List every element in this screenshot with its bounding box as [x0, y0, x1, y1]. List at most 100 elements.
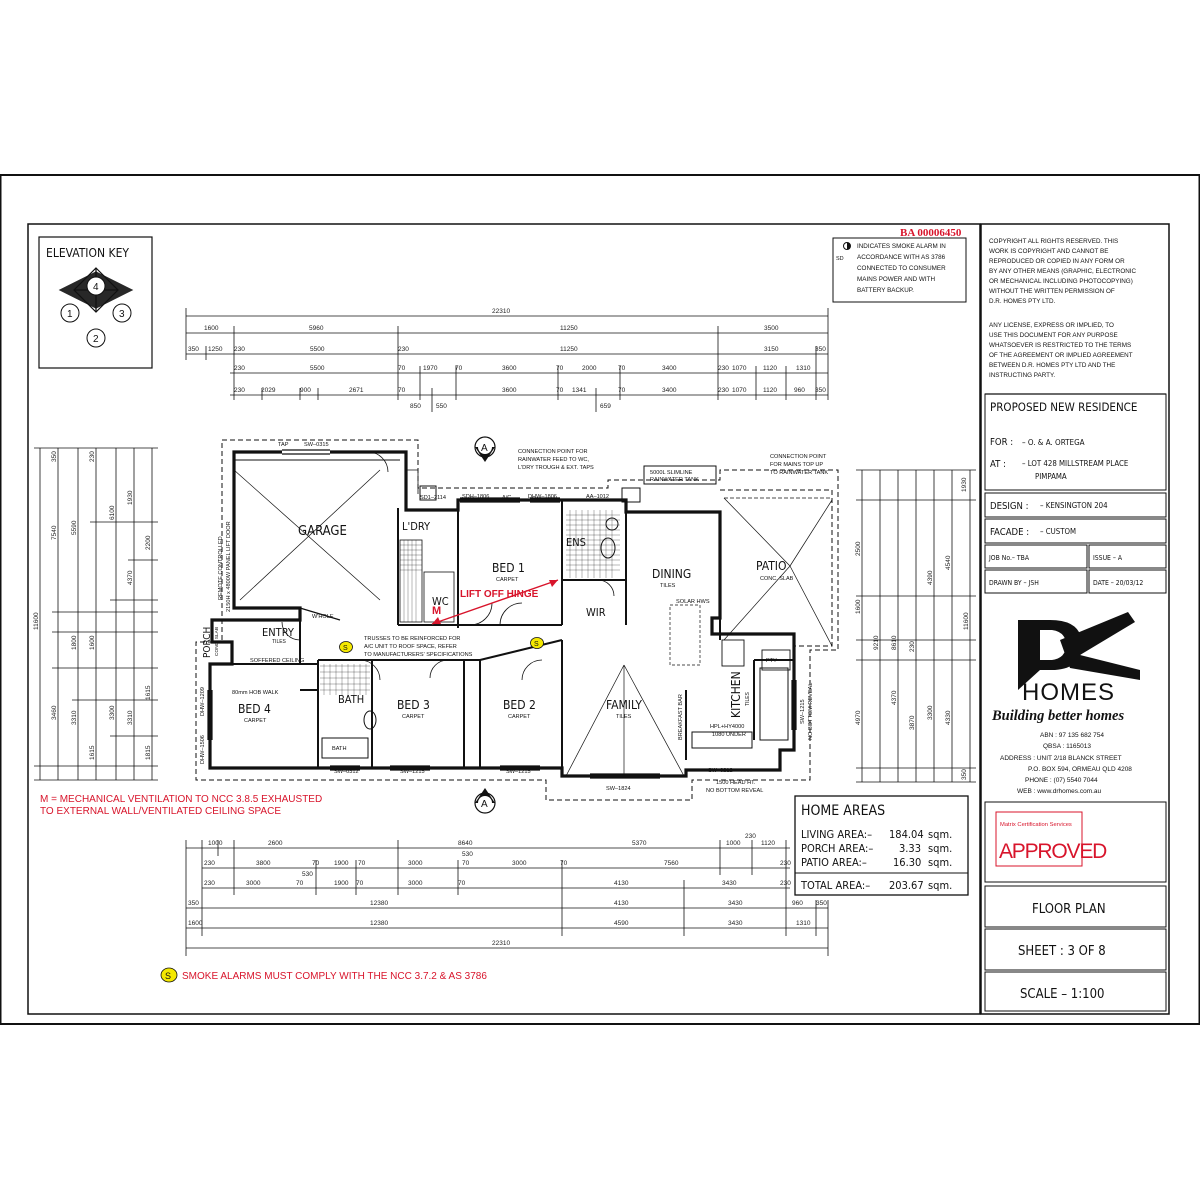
- room-laundry: L'DRY: [402, 520, 431, 533]
- trusses-note: TRUSSES TO BE REINFORCED FOR: [364, 636, 460, 642]
- dim-label: 4370: [127, 570, 134, 585]
- room-family-finish: TILES: [616, 714, 632, 720]
- dim-label: 70: [358, 860, 366, 867]
- dim-label: 3310: [127, 710, 134, 725]
- room-dining: DINING: [652, 567, 691, 581]
- dim-label: 70: [462, 860, 470, 867]
- copyright-line: WHATSOEVER IS RESTRICTED TO THE TERMS: [989, 342, 1131, 349]
- rainwater-note: L'DRY TROUGH & EXT. TAPS: [518, 465, 594, 471]
- dim-label: 850: [410, 403, 421, 410]
- breakfast-bar-label: BREAKFAST BAR: [678, 694, 684, 740]
- drawing-frame: [27, 223, 981, 1015]
- dim-label: 70: [398, 387, 406, 394]
- room-kitchen-finish: TILES: [745, 691, 751, 706]
- dim-label: 960: [794, 387, 805, 394]
- dim-label: 3310: [71, 710, 78, 725]
- home-areas-table: HOME AREAS LIVING AREA:– 184.04 sqm. POR…: [794, 795, 969, 896]
- drawn-by: DRAWN BY – JSH: [989, 579, 1039, 587]
- right-dimension-labels: 1930 2500 9210 8610 11600 4390 4540 4970…: [855, 477, 970, 780]
- dim-label: 1120: [763, 365, 777, 372]
- dim-label: 960: [792, 900, 803, 907]
- dim-label: 9210: [873, 635, 880, 650]
- mechanical-vent-marker: M: [432, 605, 441, 617]
- room-bed-3-finish: CARPET: [402, 714, 425, 720]
- issue: ISSUE – A: [1093, 554, 1123, 562]
- dim-label: 350: [961, 769, 968, 780]
- dim-label: 1615: [89, 745, 96, 760]
- company-details: ABN : 97 135 682 754 QBSA : 1165013 ADDR…: [1000, 732, 1132, 795]
- at-label: AT :: [990, 459, 1006, 470]
- company-po-box: P.O. BOX 594, ORMEAU QLD 4208: [1028, 766, 1132, 773]
- elevation-marker-4: 4: [93, 282, 99, 293]
- dim-label: 4970: [855, 710, 862, 725]
- dim-label: 3300: [109, 705, 116, 720]
- copyright-line: D.R. HOMES PTY LTD.: [989, 298, 1055, 305]
- room-entry: ENTRY: [262, 626, 295, 639]
- dim-label: 8640: [458, 840, 473, 847]
- smoke-note-symbol: S: [165, 971, 171, 981]
- dim-label: 8610: [891, 635, 898, 650]
- room-bed-3: BED 3: [397, 698, 430, 712]
- coffered-note: SOFFERED CEILING: [250, 658, 304, 664]
- elevation-marker-2: 2: [93, 334, 99, 345]
- dim-label: 3400: [662, 365, 677, 372]
- dim-label: 230: [204, 860, 215, 867]
- smoke-alarm-note: S SMOKE ALARMS MUST COMPLY WITH THE NCC …: [160, 967, 487, 983]
- dim-label: 3000: [512, 860, 527, 867]
- tank-label: 5000L SLIMLINE: [650, 470, 693, 476]
- room-bed-1: BED 1: [492, 561, 525, 575]
- dim-label: 350: [815, 346, 826, 353]
- room-labels: GARAGE L'DRY WC BED 1 CARPET ENS WIR DIN…: [202, 520, 794, 724]
- dim-label: 350: [816, 900, 827, 907]
- dim-label: 230: [718, 387, 729, 394]
- dim-label: 5960: [309, 325, 324, 332]
- dim-label: 3430: [728, 900, 743, 907]
- window-code: PTY: [766, 658, 777, 664]
- at-value-line-2: PIMPAMA: [1035, 472, 1067, 481]
- dim-label: 3430: [722, 880, 737, 887]
- copyright-line: USE THIS DOCUMENT FOR ANY PURPOSE: [989, 332, 1118, 339]
- room-ensuite: ENS: [566, 536, 586, 549]
- project-title: PROPOSED NEW RESIDENCE: [990, 400, 1137, 414]
- room-bed-4-finish: CARPET: [244, 718, 267, 724]
- dim-label: 11250: [560, 325, 578, 332]
- dim-label: 70: [560, 860, 568, 867]
- room-wir: WIR: [586, 606, 606, 619]
- dim-label: 230: [745, 833, 756, 840]
- facade-value: – CUSTOM: [1040, 527, 1076, 536]
- right-dimensions: [856, 469, 976, 783]
- area-unit-total: sqm.: [928, 879, 952, 892]
- no-bottom-reveal-note: NO BOTTOM REVEAL: [808, 683, 814, 740]
- dim-label: 1310: [796, 920, 811, 927]
- window-code: DHW–1506: [200, 735, 206, 764]
- dim-label: 3000: [408, 880, 423, 887]
- room-entry-finish: TILES: [272, 639, 287, 645]
- company-web: WEB : www.drhomes.com.au: [1017, 788, 1102, 795]
- dim-label: 3600: [502, 365, 517, 372]
- area-unit-patio: sqm.: [928, 856, 952, 869]
- smoke-legend-line: INDICATES SMOKE ALARM IN: [857, 243, 946, 250]
- home-areas-title: HOME AREAS: [801, 803, 885, 819]
- dr-homes-logo: DR HOMES Building better homes: [991, 612, 1140, 724]
- left-dimensions: [34, 447, 158, 781]
- dim-label: 4540: [945, 555, 952, 570]
- garage-door-note: REMOTE CONTROLLED: [218, 536, 224, 600]
- area-unit-porch: sqm.: [928, 842, 952, 855]
- dim-label: 2200: [145, 535, 152, 550]
- elevation-marker-3: 3: [119, 309, 125, 320]
- dim-label: 3800: [256, 860, 271, 867]
- dim-label: 4330: [945, 710, 952, 725]
- dim-label: 1930: [127, 490, 134, 505]
- dim-label: 3870: [909, 715, 916, 730]
- head-height-note: 1500 HEAD HT.: [716, 780, 756, 786]
- for-value: – O. & A. ORTEGA: [1022, 438, 1085, 447]
- mains-note: CONNECTION POINT: [770, 454, 827, 460]
- dim-label: 1800: [71, 635, 78, 650]
- dim-label: 1815: [145, 745, 152, 760]
- dim-label: 4370: [891, 690, 898, 705]
- dim-label: 530: [302, 871, 313, 878]
- dim-label: 11250: [560, 346, 578, 353]
- hpl-note: HPL+HY4000: [710, 724, 744, 730]
- dim-label: 350: [51, 451, 58, 462]
